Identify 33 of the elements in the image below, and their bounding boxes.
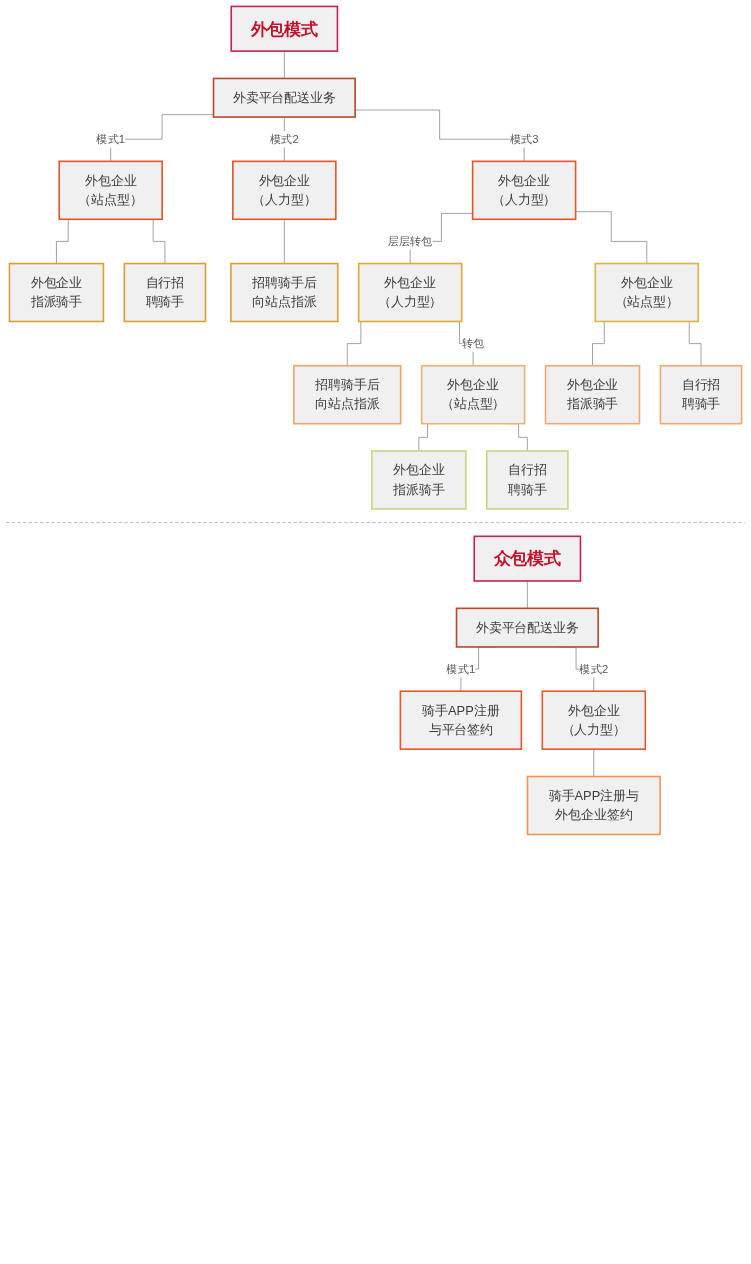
edge-label: 模式2 <box>579 662 609 676</box>
connector <box>575 211 648 264</box>
edge-label: 模式1 <box>446 662 476 676</box>
edge-label: 转包 <box>461 336 485 350</box>
connector <box>283 50 285 79</box>
node-box: 众包模式 <box>473 535 582 582</box>
node-box: 外卖平台配送业务 <box>212 77 356 118</box>
node-box: 外包企业 （站点型） <box>58 160 163 221</box>
node-box: 外包企业 （人力型） <box>232 160 337 221</box>
connector <box>526 580 528 609</box>
node-box: 自行招聘骑手 <box>123 262 207 323</box>
node-box: 骑手APP注册与平台签约 <box>399 690 523 750</box>
node-box: 招聘骑手后向站点指派 <box>293 364 402 425</box>
node-box: 招聘骑手后向站点指派 <box>230 262 339 323</box>
node-box: 外包企业 （站点型） <box>594 262 700 323</box>
node-box: 外包企业 （人力型） <box>357 262 463 323</box>
edge-label: 模式3 <box>509 132 539 146</box>
node-box: 外包企业指派骑手 <box>371 450 467 510</box>
edge-label: 模式2 <box>269 132 299 146</box>
node-box: 自行招聘骑手 <box>486 450 569 510</box>
node-box: 外包企业 （人力型） <box>471 160 577 221</box>
node-box: 外包企业 （人力型） <box>541 690 647 750</box>
node-box: 骑手APP注册与外包企业签约 <box>526 775 661 836</box>
node-box: 外包企业指派骑手 <box>8 262 105 323</box>
edge-label: 模式1 <box>96 132 126 146</box>
node-box: 外包企业 （站点型） <box>420 364 526 425</box>
connector <box>593 748 595 777</box>
node-box: 外卖平台配送业务 <box>455 607 599 648</box>
node-box: 自行招聘骑手 <box>659 364 743 425</box>
connector <box>283 218 285 264</box>
edge-label: 层层转包 <box>387 234 433 248</box>
node-box: 外包模式 <box>230 5 339 52</box>
node-box: 外包企业指派骑手 <box>544 364 641 425</box>
